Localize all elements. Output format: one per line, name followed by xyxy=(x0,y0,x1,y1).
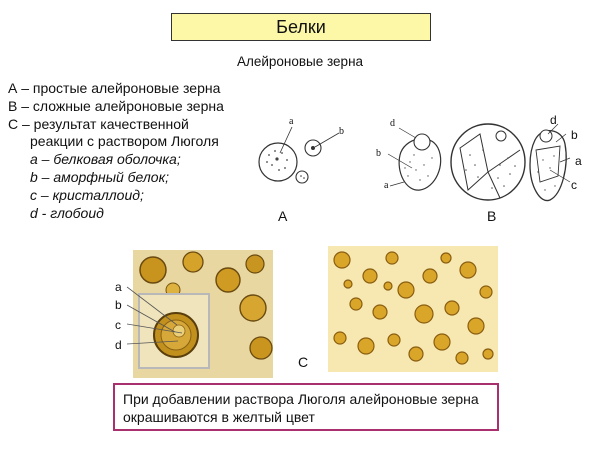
pointer-lines xyxy=(126,286,183,345)
legend-item-b: b – аморфный белок; xyxy=(30,168,170,185)
subtitle: Алейроновые зерна xyxy=(236,54,364,69)
drawing-b3-letter-a: a xyxy=(575,154,582,168)
note-box: При добавлении раствора Люголя алейронов… xyxy=(113,383,499,431)
drawing-b-letter-a: a xyxy=(384,180,389,191)
micro-letter-b: b xyxy=(115,298,122,312)
drawing-b3-letter-b: b xyxy=(571,128,578,142)
legend-line-c-cont: реакции с раствором Люголя xyxy=(30,133,219,150)
micro-letter-d: d xyxy=(115,338,122,352)
complex-grain-3 xyxy=(529,130,567,202)
grain-large xyxy=(258,142,298,182)
drawing-b-letter-b: b xyxy=(376,148,381,159)
legend-item-c: c – кристаллоид; xyxy=(30,186,144,203)
legend-line-a: А – простые алейроновые зерна xyxy=(8,80,221,96)
page-title: Белки xyxy=(276,16,326,37)
micrograph-left xyxy=(133,250,273,378)
micro-letter-c: c xyxy=(115,318,121,332)
grain-cluster xyxy=(139,251,273,360)
complex-grain-2 xyxy=(450,123,526,201)
micro-letter-a: a xyxy=(115,280,122,294)
legend-item-d: d - глобоид xyxy=(30,204,104,221)
drawing-letter-a: a xyxy=(289,116,294,127)
title-box: Белки xyxy=(171,13,431,41)
figure-label-b: В xyxy=(487,208,497,224)
legend-line-c: С – результат качественной xyxy=(8,115,189,132)
drawing-b3-letter-c: c xyxy=(571,178,577,192)
legend-line-b: В – сложные алейроновые зерна xyxy=(8,97,224,114)
legend: А – простые алейроновые зерна В – сложны… xyxy=(8,80,224,222)
drawing-simple-grains xyxy=(258,126,340,184)
figure-label-c: С xyxy=(298,354,309,370)
drawing-b3-letter-d: d xyxy=(550,113,557,127)
legend-item-a: a – белковая оболочка; xyxy=(30,151,181,168)
drawing-complex-grains xyxy=(387,123,571,202)
micrograph-right xyxy=(328,246,498,372)
drawing-letter-b: b xyxy=(339,126,344,137)
grain-small xyxy=(295,170,309,184)
figure-label-a: А xyxy=(278,208,288,224)
drawing-b-letter-d: d xyxy=(390,118,395,129)
